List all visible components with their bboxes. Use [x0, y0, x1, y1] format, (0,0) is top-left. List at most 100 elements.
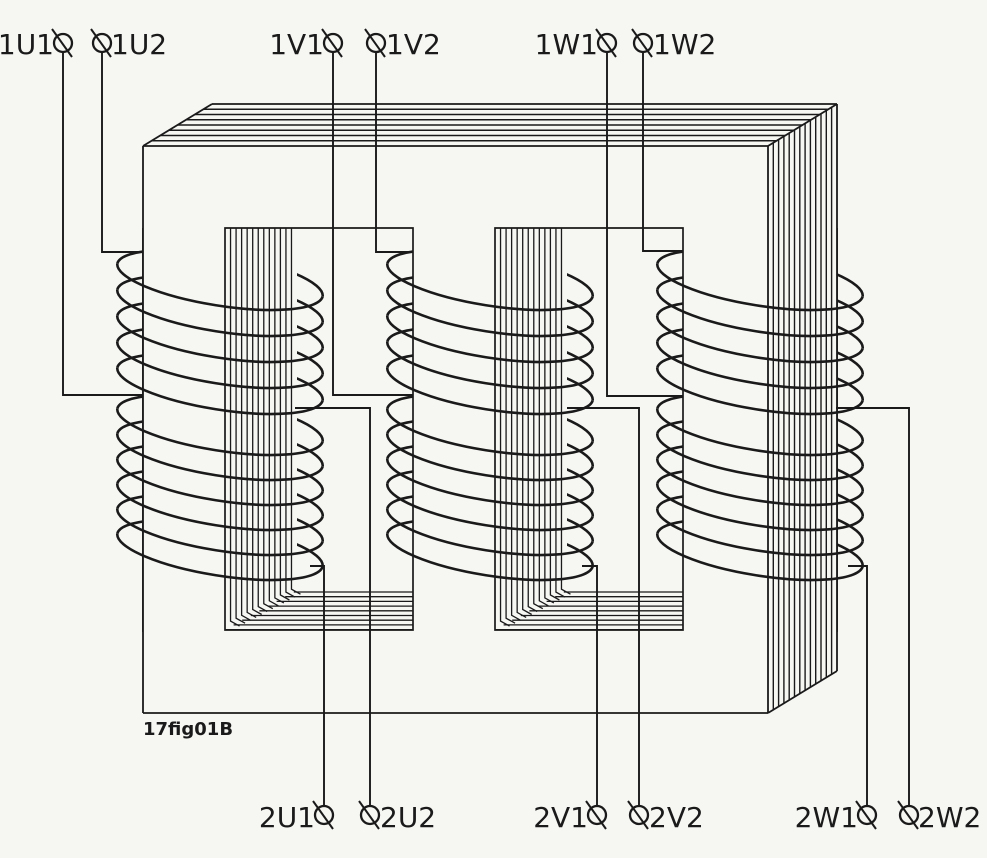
terminal-slash-icon [595, 28, 617, 58]
coil-turn-front [115, 315, 324, 364]
coil-turn-front [655, 508, 864, 557]
coil-turn-front [115, 483, 324, 532]
window-side-lamination [527, 228, 538, 613]
terminal-1u1: 1U1 [0, 28, 74, 61]
coil-turn-front [115, 433, 324, 482]
window-side-lamination [235, 228, 246, 624]
terminal-circle-icon [359, 804, 381, 826]
terminal-2u2: 2U2 [358, 800, 436, 834]
wire-2u1 [310, 565, 325, 806]
window-side-lamination [533, 228, 544, 610]
coil-turn-front [655, 533, 864, 582]
coil-turn-front [655, 315, 864, 364]
window-side-lamination [257, 228, 268, 613]
wire-2w1 [848, 565, 868, 806]
coil-turn-front [115, 341, 324, 390]
terminal-circle-icon [91, 32, 113, 54]
leg-cover-2 [683, 228, 837, 632]
coil-front-turns [115, 263, 864, 582]
window-side-lamination [510, 228, 521, 621]
leg-cover-1 [413, 228, 567, 632]
window-side-lamination [268, 228, 279, 607]
coil-turn-front [655, 433, 864, 482]
primary-coil-front-leg0 [115, 263, 324, 416]
window-outline [224, 227, 414, 631]
terminal-circle-icon [628, 804, 650, 826]
terminal-1w1: 1W1 [535, 28, 618, 61]
terminal-circle-icon [632, 32, 654, 54]
terminal-slash-icon [358, 800, 380, 830]
terminal-label-2w1: 2W1 [795, 801, 858, 834]
coil-turn-front [115, 533, 324, 582]
terminal-label-1u2: 1U2 [111, 28, 167, 61]
top-face-right-edge [767, 103, 838, 147]
terminal-2u1: 2U1 [259, 800, 335, 834]
lead-wires [62, 52, 910, 806]
terminal-slash-icon [855, 800, 877, 830]
core-top-face-laminations [151, 108, 829, 142]
wire-2u2 [295, 407, 371, 806]
coil-turn-front [385, 433, 594, 482]
wire-1v1 [332, 52, 413, 396]
terminal-label-2w2: 2W2 [918, 801, 981, 834]
wire-1w1 [606, 52, 683, 397]
terminal-circle-icon [313, 804, 335, 826]
coil-turn-front [385, 458, 594, 507]
terminal-label-1v1: 1V1 [269, 28, 324, 61]
primary-coil-front-leg1 [385, 263, 594, 416]
window-side-lamination [285, 228, 296, 598]
terminal-circle-icon [322, 32, 344, 54]
window-side-lamination [252, 228, 263, 616]
coil-turn-front [655, 458, 864, 507]
terminal-circle-icon [586, 804, 608, 826]
wire-1v2 [375, 52, 413, 253]
window-0 [224, 227, 414, 631]
window-side-lamination [555, 228, 566, 598]
coil-turn-front [655, 367, 864, 416]
window-side-lamination [538, 228, 549, 607]
wire-1u1 [62, 52, 143, 396]
coil-turn-front [385, 508, 594, 557]
terminal-circle-icon [898, 804, 920, 826]
wire-2v1 [582, 565, 598, 806]
terminal-circle-icon [52, 32, 74, 54]
coil-turn-front [115, 367, 324, 416]
coil-turn-front [655, 263, 864, 312]
window-side-lamination [279, 228, 290, 601]
coil-turn-front [655, 289, 864, 338]
wire-1w2 [642, 52, 683, 252]
leg-cover-0 [143, 228, 297, 632]
wire-2w2 [836, 407, 910, 806]
terminal-slash-icon [312, 800, 334, 830]
primary-coil-front-leg2 [655, 263, 864, 416]
terminal-label-1v2: 1V2 [386, 28, 441, 61]
terminal-label-1w1: 1W1 [535, 28, 598, 61]
coil-turn-front [115, 508, 324, 557]
window-1 [494, 227, 684, 631]
terminal-1u2: 1U2 [90, 28, 167, 61]
terminal-circle-icon [596, 32, 618, 54]
window-side-lamination [240, 228, 251, 621]
terminal-slash-icon [627, 800, 649, 830]
coil-turn-front [385, 408, 594, 457]
terminal-slash-icon [90, 28, 112, 58]
coil-turn-front [385, 341, 594, 390]
coil-turn-front [385, 533, 594, 582]
terminal-label-1w2: 1W2 [653, 28, 716, 61]
window-outline [494, 227, 684, 631]
coil-turn-front [385, 367, 594, 416]
window-side-lamination [549, 228, 560, 601]
window-side-lamination [505, 228, 516, 624]
terminal-label-2v1: 2V1 [533, 801, 588, 834]
top-face-left-edge [142, 103, 213, 147]
terminal-label-1u1: 1U1 [0, 28, 54, 61]
secondary-coil-front-leg1 [385, 408, 594, 582]
wire-2v2 [567, 407, 640, 806]
wire-1u2 [101, 52, 143, 253]
coil-turn-front [115, 263, 324, 312]
terminal-slash-icon [321, 28, 343, 58]
coil-turn-front [385, 263, 594, 312]
coil-turn-front [115, 289, 324, 338]
terminal-2v1: 2V1 [533, 800, 608, 834]
